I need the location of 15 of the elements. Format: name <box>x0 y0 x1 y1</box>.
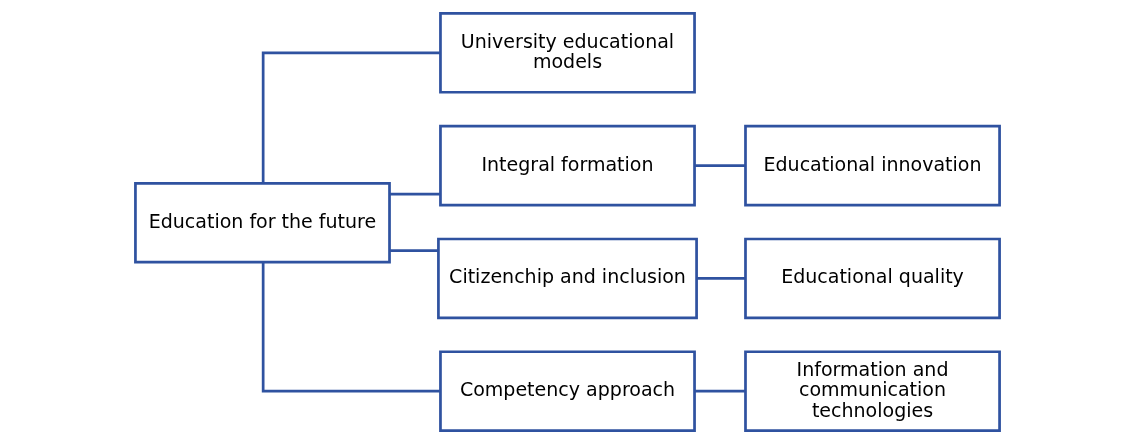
connector <box>261 262 441 393</box>
node-box: Citizenchip and inclusion <box>437 237 698 320</box>
node-box: Education for the future <box>134 181 391 264</box>
connector <box>389 192 441 196</box>
node-box: Educational innovation <box>744 124 1001 207</box>
node-box: Information and communication technologies <box>744 350 1001 432</box>
connector <box>696 277 746 280</box>
node-box: Educational quality <box>744 237 1001 320</box>
node-box: Competency approach <box>439 350 696 432</box>
node-box: Integral formation <box>439 124 696 207</box>
connector <box>694 389 746 393</box>
connector <box>694 164 746 167</box>
connector <box>389 249 439 252</box>
node-box: University educational models <box>439 12 696 94</box>
connector <box>261 51 441 183</box>
